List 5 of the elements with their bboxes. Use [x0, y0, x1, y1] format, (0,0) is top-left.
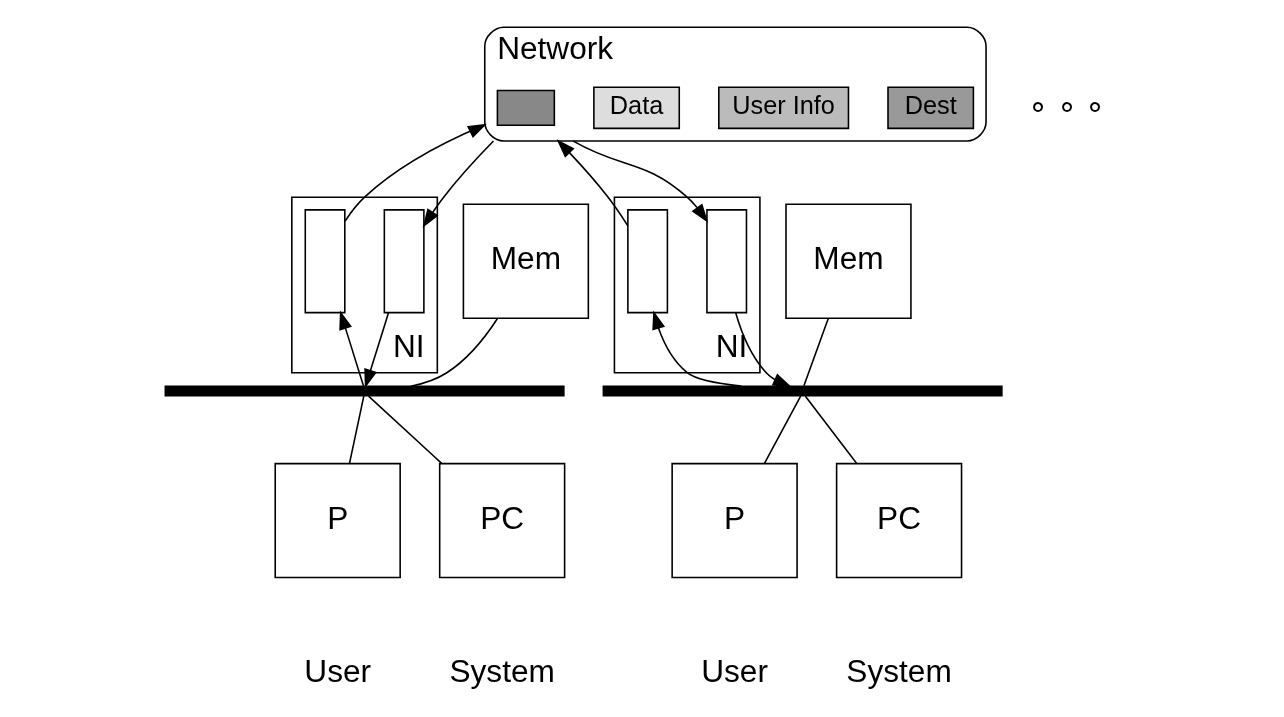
label: ∘ ∘ ∘ — [1027, 86, 1105, 123]
label: System — [448, 652, 555, 689]
label: System — [845, 652, 952, 689]
label: User — [303, 652, 371, 689]
label: User — [700, 652, 768, 689]
